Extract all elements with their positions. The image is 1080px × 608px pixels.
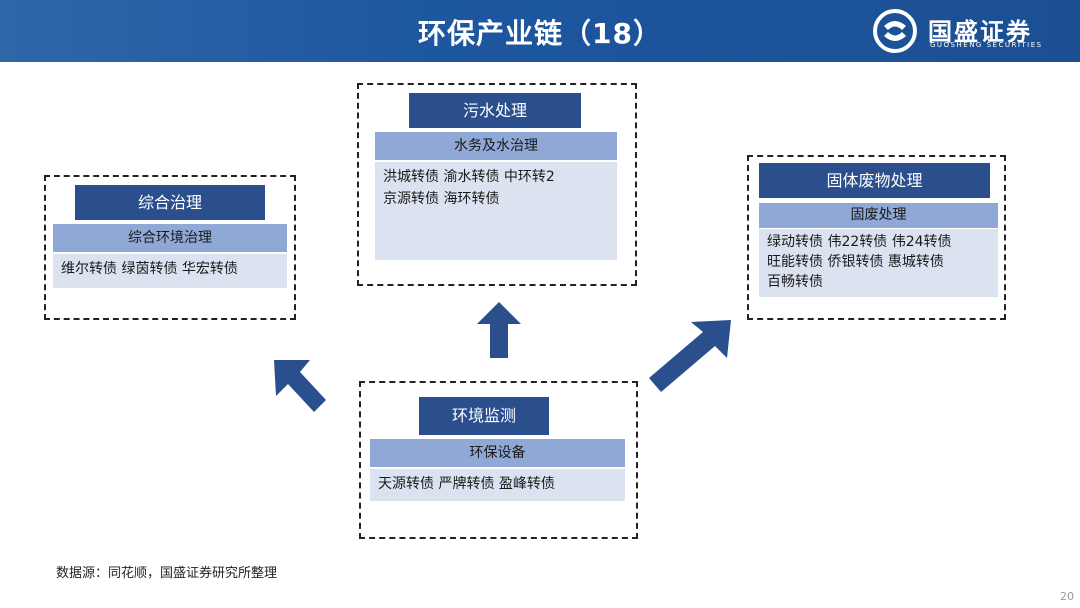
box-wastewater-content: 洪城转债 渝水转债 中环转2 京源转债 海环转债 xyxy=(375,162,617,260)
box-solid-waste: 固体废物处理 固废处理 绿动转债 伟22转债 伟24转债 旺能转债 侨银转债 惠… xyxy=(747,155,1006,320)
box-monitoring-subtitle: 环保设备 xyxy=(370,439,625,467)
box-solid-waste-title: 固体废物处理 xyxy=(759,163,990,198)
company-logo: 国盛证券 GUOSHENG SECURITIES xyxy=(872,9,1062,54)
page-number: 20 xyxy=(1060,590,1074,603)
box-solid-waste-subtitle: 固废处理 xyxy=(759,203,998,228)
logo-mark-icon xyxy=(873,9,917,53)
box-comprehensive-content: 维尔转债 绿茵转债 华宏转债 xyxy=(53,254,287,288)
box-monitoring-content: 天源转债 严牌转债 盈峰转债 xyxy=(370,469,625,501)
box-comprehensive-title: 综合治理 xyxy=(75,185,265,220)
data-source-note: 数据源：同花顺，国盛证券研究所整理 xyxy=(56,566,278,581)
logo-text: 国盛证券 xyxy=(928,18,1032,46)
page-title: 环保产业链（18） xyxy=(418,17,662,50)
box-comprehensive-subtitle: 综合环境治理 xyxy=(53,224,287,252)
box-wastewater-subtitle: 水务及水治理 xyxy=(375,132,617,160)
box-monitoring-title: 环境监测 xyxy=(419,397,549,435)
header-bar: 环保产业链（18） 国盛证券 GUOSHENG SECURITIES xyxy=(0,0,1080,62)
arrow-up-left-icon xyxy=(274,360,326,412)
box-monitoring: 环境监测 环保设备 天源转债 严牌转债 盈峰转债 xyxy=(359,381,638,539)
logo-subtext: GUOSHENG SECURITIES xyxy=(930,41,1043,49)
arrow-up-icon xyxy=(477,302,521,358)
box-wastewater-title: 污水处理 xyxy=(409,93,581,128)
box-wastewater: 污水处理 水务及水治理 洪城转债 渝水转债 中环转2 京源转债 海环转债 xyxy=(357,83,637,286)
box-solid-waste-content: 绿动转债 伟22转债 伟24转债 旺能转债 侨银转债 惠城转债 百畅转债 xyxy=(759,229,998,297)
arrow-up-right-icon xyxy=(649,320,731,392)
box-comprehensive: 综合治理 综合环境治理 维尔转债 绿茵转债 华宏转债 xyxy=(44,175,296,320)
